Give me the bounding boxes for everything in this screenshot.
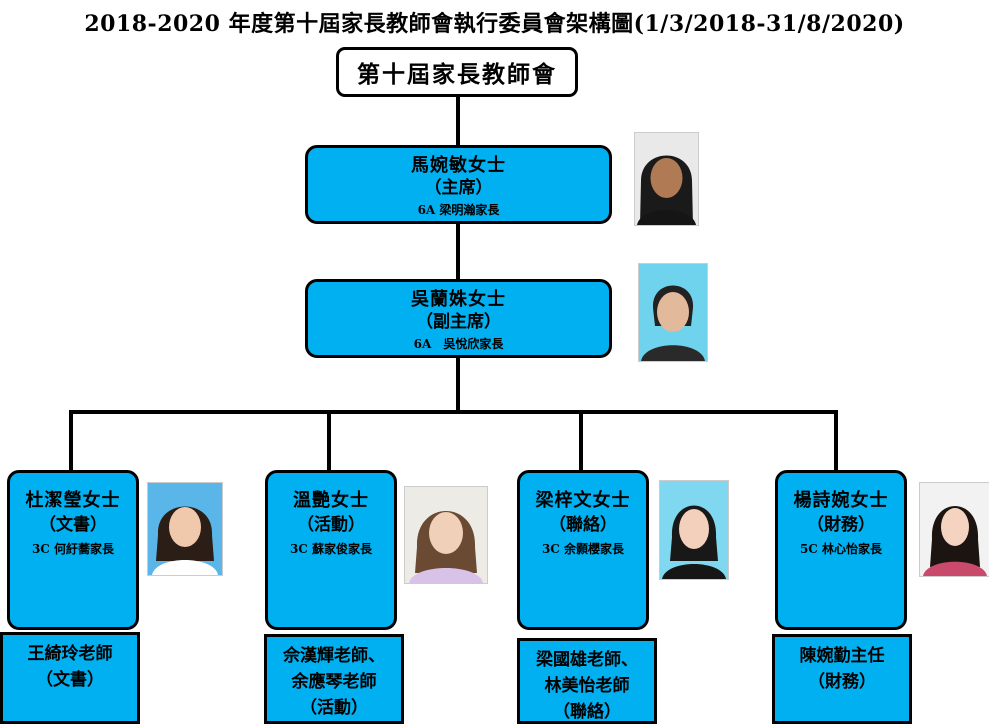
connector-drop-1 [69, 410, 73, 472]
member-node-2: 溫艷女士 （活動） 3C 蘇家俊家長 [265, 470, 397, 630]
teacher-3-line-1: 梁國雄老師、 [536, 650, 638, 670]
teacher-1-line-1: 王綺玲老師 [27, 644, 113, 664]
member-2-role: （活動） [297, 515, 365, 535]
member-3-photo [659, 480, 729, 580]
connector-root-chair [456, 97, 460, 146]
member-2-name: 溫艷女士 [293, 490, 369, 511]
chair-name: 馬婉敏女士 [411, 155, 506, 176]
page-title: 2018-2020 年度第十屆家長教師會執行委員會架構圖(1/3/2018-31… [84, 11, 905, 37]
connector-drop-4 [834, 410, 838, 476]
teacher-node-3: 梁國雄老師、 林美怡老師 （聯絡） [517, 638, 657, 724]
teacher-node-2: 佘漢輝老師、 余應琴老師 （活動） [264, 634, 404, 724]
member-3-parent: 3C 余顥櫻家長 [541, 542, 625, 556]
member-1-photo [147, 482, 223, 576]
teacher-2-line-2: 余應琴老師 [291, 672, 377, 692]
teacher-4-line-1: 陳婉勤主任 [799, 646, 885, 666]
teacher-node-1: 王綺玲老師 （文書） [0, 632, 140, 724]
teacher-node-4: 陳婉勤主任 （財務） [772, 634, 912, 724]
connector-chair-vice [456, 222, 460, 280]
connector-drop-3 [579, 410, 583, 478]
member-node-4: 楊詩婉女士 （財務） 5C 林心怡家長 [775, 470, 907, 630]
teacher-2-line-1: 佘漢輝老師、 [283, 646, 385, 666]
teacher-3-line-3: （聯絡） [553, 702, 621, 722]
member-4-role: （財務） [807, 515, 875, 535]
vice-chair-role: （副主席） [416, 312, 501, 332]
root-node: 第十屆家長教師會 [336, 47, 578, 97]
member-1-name: 杜潔瑩女士 [25, 490, 121, 511]
member-3-name: 梁梓文女士 [535, 490, 631, 511]
member-4-photo [919, 482, 989, 577]
member-2-photo [404, 486, 488, 584]
vice-chair-parent: 6A 吳悅欣家長 [413, 337, 504, 351]
member-1-role: （文書） [39, 515, 107, 535]
vice-chair-photo [638, 263, 708, 362]
member-2-parent: 3C 蘇家俊家長 [289, 542, 373, 556]
chair-node: 馬婉敏女士 （主席） 6A 梁明瀚家長 [305, 145, 612, 224]
connector-vice-bus [456, 354, 460, 412]
chair-parent: 6A 梁明瀚家長 [417, 203, 500, 217]
member-1-parent: 3C 何紆蕎家長 [31, 542, 115, 556]
teacher-1-line-2: （文書） [36, 670, 104, 690]
vice-chair-name: 吳蘭姝女士 [411, 289, 506, 310]
teacher-2-line-3: （活動） [300, 698, 368, 718]
member-node-3: 梁梓文女士 （聯絡） 3C 余顥櫻家長 [517, 470, 649, 630]
connector-bus [69, 410, 838, 414]
chair-role: （主席） [424, 178, 493, 198]
vice-chair-node: 吳蘭姝女士 （副主席） 6A 吳悅欣家長 [305, 279, 612, 358]
member-4-parent: 5C 林心怡家長 [799, 542, 883, 556]
member-4-name: 楊詩婉女士 [793, 490, 889, 511]
member-node-1: 杜潔瑩女士 （文書） 3C 何紆蕎家長 [7, 470, 139, 630]
teacher-4-line-2: （財務） [808, 672, 876, 692]
teacher-3-line-2: 林美怡老師 [544, 676, 630, 696]
chair-photo [634, 132, 699, 226]
connector-drop-2 [327, 410, 331, 474]
member-3-role: （聯絡） [549, 515, 617, 535]
